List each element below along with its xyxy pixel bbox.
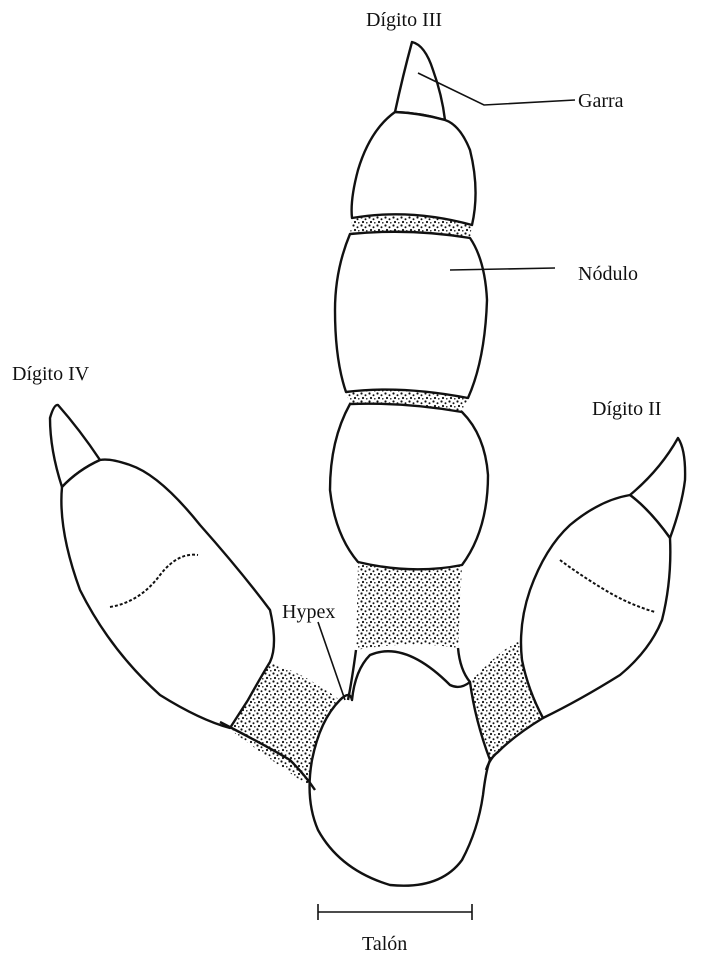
heel-outline (310, 651, 490, 885)
heel-pad (310, 648, 490, 886)
label-hypex: Hypex (282, 601, 335, 623)
digit-ii (521, 438, 685, 718)
label-heel: Talón (362, 933, 407, 955)
claw-digit-iii (395, 42, 445, 120)
pad-digit-iii-3 (330, 404, 488, 570)
label-claw: Garra (578, 90, 624, 112)
pad-digit-ii (521, 495, 670, 718)
pad-digit-iii-1 (352, 112, 476, 225)
label-digit-iv: Dígito IV (12, 363, 90, 385)
label-digit-ii: Dígito II (592, 398, 661, 420)
digit-iv (50, 405, 274, 728)
digit-iii (330, 42, 488, 569)
pad-digit-iii-2 (335, 232, 487, 398)
label-node: Nódulo (578, 263, 638, 285)
label-digit-iii: Dígito III (366, 9, 442, 31)
heel-inner-right (458, 648, 470, 682)
stipple-digit-iii-lower (356, 562, 462, 650)
pad-digit-iv (61, 460, 274, 728)
heel-scale-bar (318, 904, 472, 920)
